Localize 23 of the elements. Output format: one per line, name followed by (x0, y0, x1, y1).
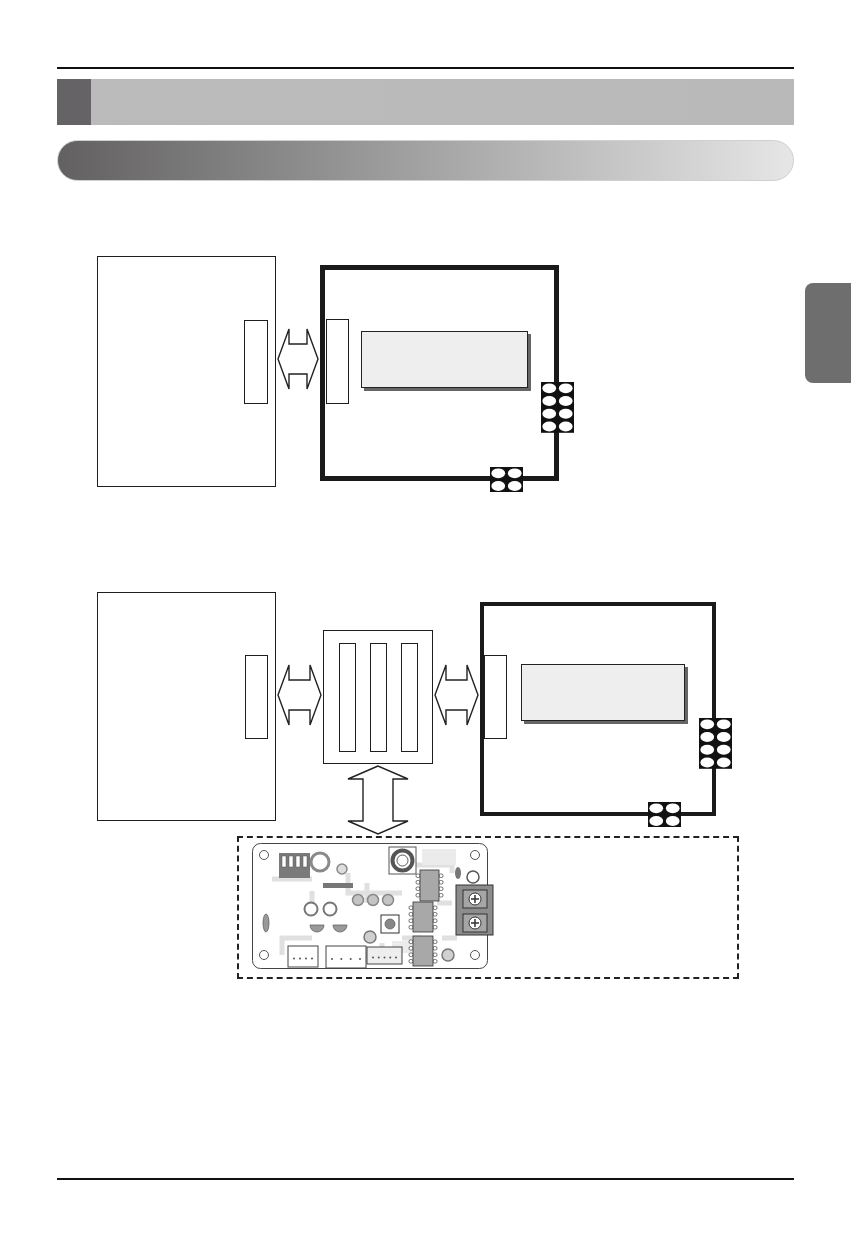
slot (369, 642, 387, 752)
board-box (480, 602, 716, 816)
side-tab (805, 283, 851, 383)
double-arrow (434, 664, 479, 726)
board-box (320, 265, 559, 481)
connector-box (244, 654, 268, 739)
section-heading-bar (57, 140, 794, 181)
double-arrow (277, 664, 322, 726)
unit-box (97, 592, 276, 821)
connector-box (484, 655, 507, 739)
slot (400, 642, 418, 752)
circuit-board-drawing (252, 843, 494, 969)
dashed-callout-box (237, 836, 739, 979)
adapter-box (323, 630, 433, 764)
double-arrow (277, 328, 319, 390)
unit-box (97, 256, 276, 487)
connector-box (326, 319, 349, 404)
connector-box (243, 319, 268, 404)
slot (338, 642, 356, 752)
title-band (57, 79, 794, 125)
display-panel (361, 331, 531, 391)
display-panel (521, 664, 688, 724)
double-arrow (347, 765, 409, 835)
